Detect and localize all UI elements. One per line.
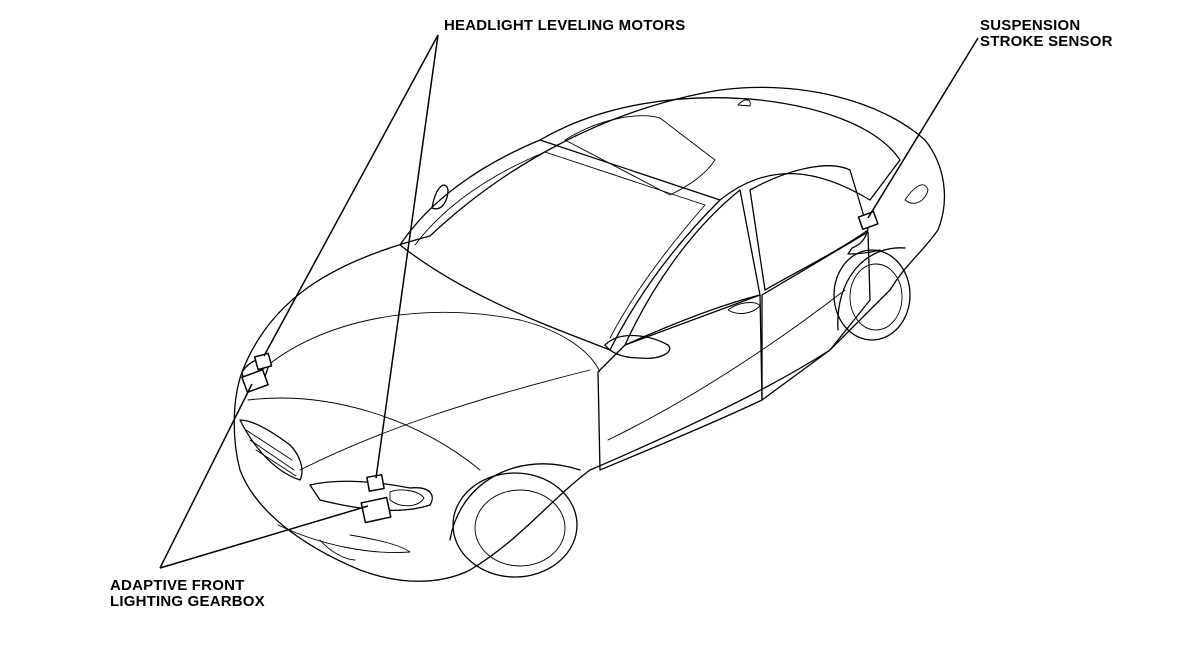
suspension-stroke-sensor-label: SUSPENSION STROKE SENSOR xyxy=(980,18,1113,50)
front-side-window xyxy=(624,189,761,346)
afl-gearbox-label: ADAPTIVE FRONT LIGHTING GEARBOX xyxy=(110,578,265,610)
roof xyxy=(539,97,901,201)
car-body xyxy=(233,86,946,582)
leader-headlight-right xyxy=(375,34,439,479)
car-silhouette xyxy=(233,86,946,582)
body-side-molding xyxy=(607,289,846,441)
front-wheel xyxy=(452,472,578,578)
afl-gearbox-left xyxy=(241,368,269,394)
rear-wheel xyxy=(833,249,911,341)
front-wheel-rim xyxy=(474,489,566,567)
left-mirror xyxy=(431,184,449,210)
leader-afl-right xyxy=(159,505,369,569)
headlight-leveling-motor-left xyxy=(253,352,273,371)
suspension-label-line1: SUSPENSION xyxy=(980,17,1081,34)
afl-label-line2: LIGHTING GEARBOX xyxy=(110,593,265,610)
grille-slats xyxy=(245,429,297,477)
afl-gearbox-right xyxy=(360,496,392,524)
side-mirror xyxy=(604,334,671,359)
rear-wheel-arch xyxy=(837,247,906,331)
hood-line xyxy=(261,311,601,373)
rear-wheel-rim xyxy=(849,263,903,331)
rear-lamp xyxy=(904,184,929,204)
leader-suspension xyxy=(867,37,979,219)
leader-afl-left xyxy=(159,383,253,569)
headlight-leveling-motor-right xyxy=(366,473,385,492)
hood-edge xyxy=(299,369,591,471)
right-headlamp-inner xyxy=(389,489,425,507)
components xyxy=(241,210,881,524)
front-bumper xyxy=(277,524,411,561)
suspension-sensor-link xyxy=(847,227,881,255)
antenna xyxy=(737,99,751,107)
rear-side-window xyxy=(749,165,869,291)
suspension-label-line2: STROKE SENSOR xyxy=(980,33,1113,50)
windshield-inner xyxy=(414,151,706,339)
headlight-leveling-motors-text: HEADLIGHT LEVELING MOTORS xyxy=(444,17,686,34)
sunroof xyxy=(564,115,716,196)
door-handle-front xyxy=(727,302,761,314)
leader-lines xyxy=(159,34,979,569)
leader-headlight-left xyxy=(263,34,439,357)
windshield xyxy=(399,139,721,351)
headlight-leveling-motors-label: HEADLIGHT LEVELING MOTORS xyxy=(444,18,685,34)
front-grille xyxy=(239,419,303,481)
hood-center-line xyxy=(247,397,481,471)
suspension-stroke-sensor xyxy=(857,210,879,231)
front-wheel-arch xyxy=(449,463,581,541)
rear-door xyxy=(761,231,871,401)
afl-label-line1: ADAPTIVE FRONT xyxy=(110,577,245,594)
